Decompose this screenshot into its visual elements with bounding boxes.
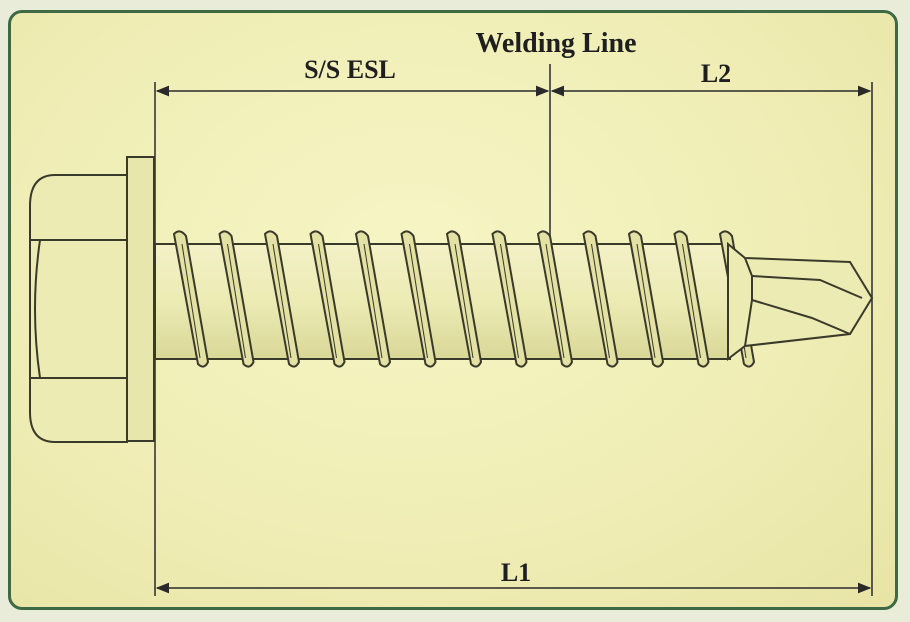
- welding-line-label: Welding Line: [475, 28, 636, 59]
- l1-label: L1: [501, 558, 531, 587]
- thread-line: [545, 243, 565, 359]
- drill-tip: [727, 241, 874, 362]
- thread-line: [227, 243, 246, 359]
- thread-line: [409, 243, 428, 359]
- thread-line: [500, 243, 519, 359]
- thread-group: [172, 230, 756, 368]
- thread-line: [682, 243, 701, 359]
- thread-line: [318, 243, 337, 359]
- thread-line: [363, 243, 383, 359]
- thread-line: [591, 243, 610, 359]
- hex-head: [29, 174, 128, 443]
- thread-line: [181, 243, 201, 359]
- thread-line: [454, 243, 474, 359]
- thread-line: [272, 243, 292, 359]
- washer: [126, 156, 155, 442]
- l2-label: L2: [701, 59, 731, 88]
- thread-line: [636, 243, 656, 359]
- ss-esl-label: S/S ESL: [304, 55, 396, 84]
